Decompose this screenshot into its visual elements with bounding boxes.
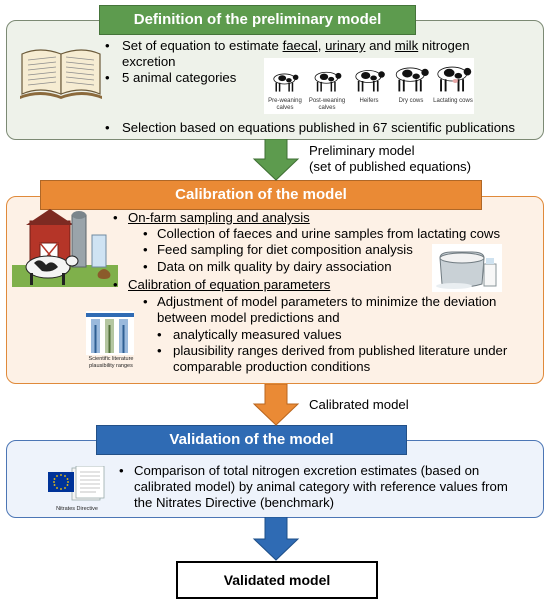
milk-can-icon	[432, 244, 502, 292]
cow-label: Pre-weaning	[268, 98, 302, 104]
plausibility-ranges-label: plausibility ranges	[89, 363, 133, 369]
comparison-text-line1: Comparison of total nitrogen excretion e…	[134, 463, 480, 478]
cal-subsub-bullet-1: •	[157, 327, 162, 342]
open-book-icon	[20, 49, 102, 99]
def-equations-text: Set of equation to estimate faecal, urin…	[122, 37, 470, 54]
cal-sub-bullet-4: •	[143, 294, 148, 309]
def-end: nitrogen	[418, 38, 470, 53]
cow-label: Lactating cows	[433, 98, 473, 104]
calibration-header: Calibration of the model	[40, 180, 482, 210]
cal-bullet-2-marker: •	[113, 277, 118, 292]
def-urinary: urinary	[325, 38, 366, 53]
cow-icon	[355, 70, 385, 92]
faeces-collection-text: Collection of faeces and urine samples f…	[157, 226, 501, 241]
cow-item: Lactating cows	[432, 58, 474, 114]
val-bullet-marker: •	[119, 463, 124, 478]
def-bullet-2-marker: •	[105, 70, 110, 85]
measured-values-text: analytically measured values	[173, 327, 342, 342]
scientific-literature-label: Scientific literature	[88, 356, 134, 362]
feed-sampling-text: Feed sampling for diet composition analy…	[157, 242, 413, 257]
farm-icon	[12, 209, 118, 287]
nitrates-directive-document-icon	[48, 466, 105, 501]
arrow-down-3-icon	[252, 517, 300, 561]
nitrates-directive-label: Nitrates Directive	[56, 506, 98, 512]
adjustment-text-line2: between model predictions and	[157, 310, 340, 325]
plausibility-text-line2: comparable production conditions	[173, 359, 371, 374]
cow-item: Dry cows	[390, 58, 432, 114]
comparison-text-line2: calibrated model) by animal category wit…	[134, 479, 508, 494]
def-excretion-text: excretion	[122, 54, 176, 69]
published-equations-label: (set of published equations)	[309, 159, 472, 174]
cal-subsub-bullet-2: •	[157, 343, 162, 358]
definition-header: Definition of the preliminary model	[99, 5, 416, 35]
cow-icon	[395, 67, 429, 92]
cal-sub-bullet-2: •	[143, 242, 148, 257]
on-farm-sampling-title: On-farm sampling and analysis	[128, 210, 310, 225]
def-milk: milk	[394, 38, 419, 53]
cow-label-sub: calves	[276, 105, 294, 111]
def-and: and	[365, 38, 395, 53]
milk-quality-text: Data on milk quality by dairy associatio…	[157, 259, 392, 274]
cal-sub-bullet-3: •	[143, 259, 148, 274]
def-selection-text: Selection based on equations published i…	[122, 120, 515, 135]
arrow-down-1-icon	[252, 139, 300, 181]
def-faecal: faecal	[282, 38, 318, 53]
plausibility-chart-icon	[86, 311, 134, 355]
adjustment-text-line1: Adjustment of model parameters to minimi…	[157, 294, 497, 309]
cal-bullet-1-marker: •	[113, 210, 118, 225]
preliminary-model-label: Preliminary model	[309, 143, 415, 158]
calibrated-model-label: Calibrated model	[309, 397, 409, 412]
comparison-text-line3: the Nitrates Directive (benchmark)	[134, 495, 335, 510]
cow-item: Heifers	[348, 58, 390, 114]
cow-label: Dry cows	[398, 98, 424, 104]
cow-label: Heifers	[359, 98, 379, 104]
arrow-down-2-icon	[252, 384, 300, 426]
calibration-params-title: Calibration of equation parameters	[128, 277, 331, 292]
cow-icon	[437, 66, 472, 92]
cow-icon	[314, 71, 342, 92]
cow-icon	[273, 73, 299, 92]
validated-model-box: Validated model	[176, 561, 378, 599]
def-bullet-1-marker: •	[105, 38, 110, 53]
def-sep: ,	[317, 38, 326, 53]
plausibility-text-line1: plausibility ranges derived from publish…	[173, 343, 508, 358]
animal-categories-image	[264, 58, 474, 114]
def-categories-text: 5 animal categories	[122, 70, 237, 85]
validation-header: Validation of the model	[96, 425, 407, 455]
def-bullet-3-marker: •	[105, 120, 110, 135]
cow-label: Post-weaning	[308, 98, 346, 104]
def-text-a: Set of equation to estimate	[122, 38, 283, 53]
cow-label-sub: calves	[318, 105, 336, 111]
cal-sub-bullet-1: •	[143, 226, 148, 241]
